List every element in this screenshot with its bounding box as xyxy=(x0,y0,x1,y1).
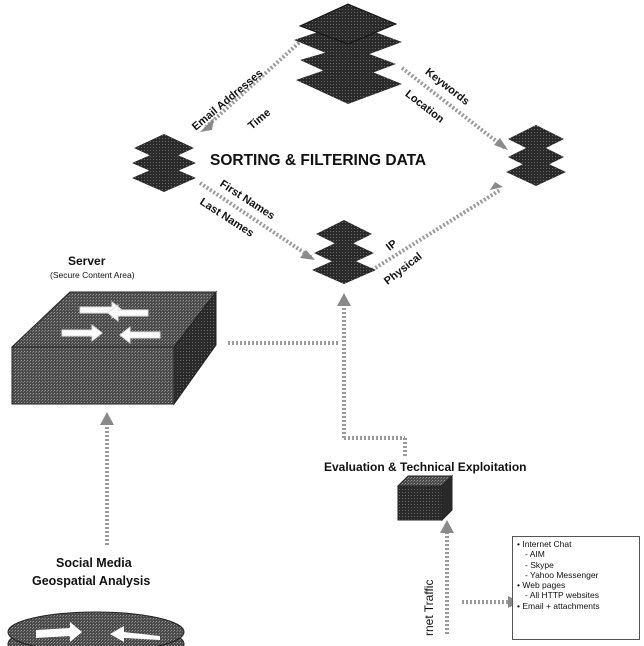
center-title: SORTING & FILTERING DATA xyxy=(210,152,427,169)
list-item: - Skype xyxy=(525,559,554,570)
social-media-router-icon xyxy=(7,611,185,646)
social-media-line2: Geospatial Analysis xyxy=(32,574,151,588)
connectors xyxy=(105,38,515,634)
evaluation-device-icon xyxy=(396,474,454,522)
traffic-types-list: • Internet Chat - AIM - Skype - Yahoo Me… xyxy=(512,536,640,640)
arrowhead-right xyxy=(494,138,508,150)
server-subtitle: (Secure Content Area) xyxy=(50,270,135,280)
arrowhead-up-center xyxy=(337,293,351,306)
list-item: • Web pages xyxy=(517,580,566,591)
server-title: Server xyxy=(68,254,106,268)
arrowhead-left xyxy=(200,118,214,132)
arrowhead-bottom-right xyxy=(490,182,503,190)
arrowhead-bottom-left xyxy=(300,250,315,260)
arrow-top-right xyxy=(400,66,507,150)
social-media-line1: Social Media xyxy=(56,556,132,570)
list-item: • Internet Chat xyxy=(517,539,572,549)
stack-bottom-icon xyxy=(312,220,376,284)
arrowhead-up-traffic xyxy=(440,520,454,533)
server-switch-icon xyxy=(10,290,218,406)
arrowhead-up-server xyxy=(100,412,114,425)
stack-left-icon xyxy=(132,134,196,192)
list-item: - Yahoo Messenger xyxy=(525,569,599,580)
list-item: - AIM xyxy=(525,549,545,560)
stack-right-icon xyxy=(506,125,566,186)
arrow-bottom-right xyxy=(370,188,502,272)
arrow-bottom-left xyxy=(198,181,314,260)
arrowheads xyxy=(100,118,520,608)
list-item: - All HTTP websites xyxy=(525,590,600,601)
list-item: • Email + attachments xyxy=(517,600,600,611)
stack-top-icon xyxy=(294,3,402,104)
evaluation-title: Evaluation & Technical Exploitation xyxy=(324,460,527,474)
arrow-top-left xyxy=(203,38,304,130)
internet-traffic-label: rnet Traffic xyxy=(422,579,436,636)
switch-arrows-icon xyxy=(61,300,161,345)
